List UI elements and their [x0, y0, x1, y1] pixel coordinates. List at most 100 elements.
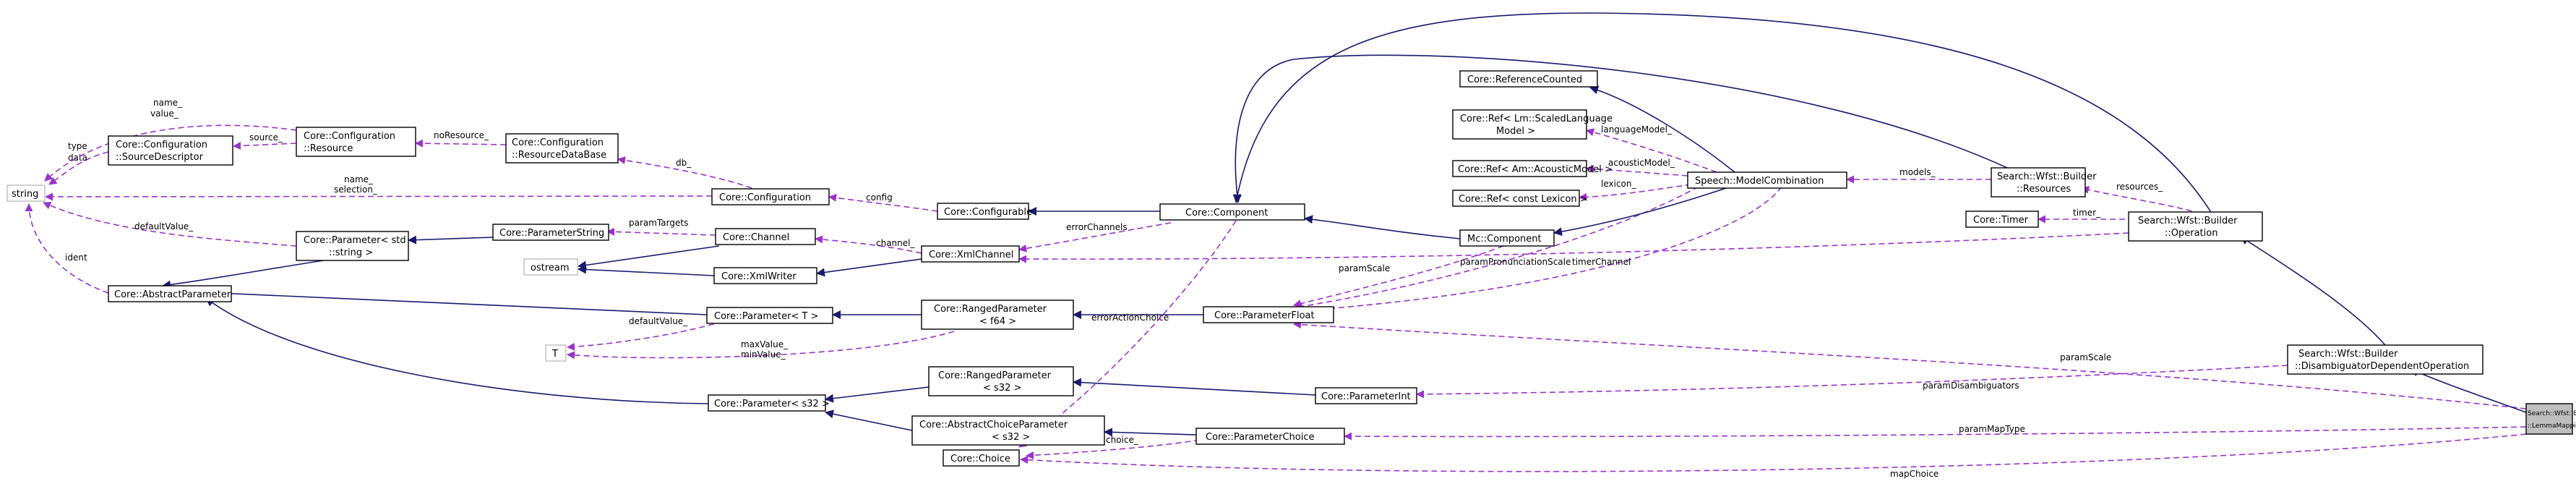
node-component-label: Core::Component — [1185, 208, 1268, 218]
node-xml-channel-label: Core::XmlChannel — [929, 250, 1013, 260]
edge-label-param-pronunciation-scale: paramPronunciationScale — [1460, 257, 1571, 267]
node-builder-operation-line1: Search::Wfst::Builder — [2138, 216, 2238, 226]
edge-model-combination-to-ref-lm: languageModel_ — [1586, 124, 1717, 173]
node-string[interactable]: string — [7, 184, 46, 202]
edge-label-db: db_ — [676, 158, 692, 168]
node-parameter-float-label: Core::ParameterFloat — [1214, 310, 1315, 321]
node-parameter-string-label: Core::ParameterString — [499, 228, 604, 239]
edge-configurable-to-configuration: config — [828, 192, 938, 212]
edge-parameter-int-inherits-ranged-s32 — [1073, 378, 1316, 396]
node-config-source-descriptor-line1: Core::Configuration — [116, 140, 207, 150]
node-mc-component[interactable]: Mc::Component — [1459, 229, 1555, 247]
node-builder-resources[interactable]: Search::Wfst::Builder ::Resources — [1991, 167, 2097, 198]
node-config-resource-db-line2: ::ResourceDataBase — [512, 150, 606, 161]
node-builder-operation[interactable]: Search::Wfst::Builder ::Operation — [2128, 211, 2263, 242]
node-t[interactable]: T — [545, 344, 567, 362]
node-ref-lexicon[interactable]: Core::Ref< const Lexicon > — [1452, 190, 1588, 207]
edge-operation-to-timer: timer_ — [2038, 208, 2125, 224]
node-abstract-parameter[interactable]: Core::AbstractParameter — [108, 285, 232, 302]
node-ranged-f64[interactable]: Core::RangedParameter < f64 > — [921, 300, 1074, 330]
edge-lemma-mapping-to-parameter-choice: paramMapType — [1344, 424, 2527, 441]
edge-label-name-selection-line2: selection_ — [334, 184, 378, 195]
node-ref-am-label: Core::Ref< Am::AcousticModel > — [1458, 164, 1613, 175]
node-parameter-std-string-line2: ::string > — [329, 247, 373, 258]
node-config-source-descriptor[interactable]: Core::Configuration ::SourceDescriptor — [108, 135, 233, 166]
edge-xml-writer-inherits-ostream — [578, 265, 715, 276]
edge-resource-db-to-resource: noResource_ — [415, 130, 507, 148]
edge-label-language-model: languageModel_ — [1601, 124, 1673, 135]
node-configuration-label: Core::Configuration — [719, 192, 811, 203]
node-configurable-label: Core::Configurable — [944, 207, 1032, 218]
node-ref-lexicon-label: Core::Ref< const Lexicon > — [1459, 194, 1588, 205]
node-ostream-label: ostream — [531, 263, 570, 273]
edge-label-name-value: name_ — [153, 98, 183, 108]
node-choice[interactable]: Core::Choice — [943, 449, 1020, 467]
node-builder-lemma-mapping[interactable]: Search::Wfst::Builder ::LemmaMapping — [2525, 403, 2576, 435]
edge-configuration-to-resource-db: db_ — [617, 156, 752, 189]
node-parameter-int[interactable]: Core::ParameterInt — [1315, 387, 1417, 404]
edge-model-combination-to-parameter-float: paramPronunciationScale — [1295, 186, 1699, 310]
node-parameter-t-label: Core::Parameter< T > — [714, 311, 818, 322]
edge-lemma-mapping-to-parameter-float: paramScale — [1293, 320, 2527, 409]
edge-channel-inherits-ostream — [578, 245, 720, 270]
node-parameter-std-string[interactable]: Core::Parameter< std ::string > — [296, 231, 409, 261]
node-reference-counted[interactable]: Core::ReferenceCounted — [1459, 70, 1598, 88]
node-channel[interactable]: Core::Channel — [715, 228, 816, 245]
node-abstract-choice-s32[interactable]: Core::AbstractChoiceParameter < s32 > — [911, 415, 1105, 446]
node-ref-am[interactable]: Core::Ref< Am::AcousticModel > — [1452, 160, 1613, 177]
node-builder-resources-line2: ::Resources — [2017, 184, 2071, 195]
node-parameter-t[interactable]: Core::Parameter< T > — [706, 307, 833, 324]
node-ranged-s32[interactable]: Core::RangedParameter < s32 > — [928, 366, 1074, 396]
node-abstract-parameter-label: Core::AbstractParameter — [114, 289, 231, 300]
edge-label-param-scale-op: paramScale — [2060, 352, 2111, 362]
node-builder-disambig-op[interactable]: Search::Wfst::Builder ::DisambiguatorDep… — [2287, 344, 2483, 375]
edge-parameter-string-to-string: defaultValue_ — [43, 202, 297, 247]
edge-label-max-min: maxValue_ — [741, 339, 789, 349]
edge-label-choice: choice_ — [1106, 435, 1139, 445]
edge-component-to-xml-channel: errorChannels — [1018, 222, 1172, 252]
node-component[interactable]: Core::Component — [1159, 203, 1305, 221]
node-parameter-float[interactable]: Core::ParameterFloat — [1203, 306, 1334, 323]
node-config-resource[interactable]: Core::Configuration ::Resource — [296, 127, 416, 157]
edge-label-channel: channel_ — [876, 238, 915, 248]
node-config-resource-db-line1: Core::Configuration — [512, 137, 604, 148]
node-parameter-string[interactable]: Core::ParameterString — [492, 224, 609, 241]
edge-label-error-channels: errorChannels — [1066, 222, 1128, 232]
edge-model-combination-inherits-mc-component — [1553, 184, 1735, 237]
edge-label-resources: resources_ — [2116, 182, 2163, 192]
node-model-combination[interactable]: Speech::ModelCombination — [1687, 171, 1847, 189]
edge-label-ident: ident — [65, 252, 87, 263]
edge-label-param-map-type: paramMapType — [1959, 424, 2025, 434]
edge-disambig-inherits-operation — [2240, 236, 2386, 346]
edge-xml-channel-inherits-xml-writer — [816, 258, 922, 277]
node-xml-writer-label: Core::XmlWriter — [721, 271, 797, 282]
node-config-resource-db[interactable]: Core::Configuration ::ResourceDataBase — [505, 133, 619, 164]
node-builder-lemma-mapping-line1: Search::Wfst::Builder — [2528, 410, 2576, 417]
edge-label-models: models_ — [1899, 167, 1936, 177]
node-ostream[interactable]: ostream — [523, 258, 578, 276]
node-configuration[interactable]: Core::Configuration — [711, 188, 830, 205]
node-parameter-s32[interactable]: Core::Parameter< s32 > — [708, 394, 830, 412]
node-timer[interactable]: Core::Timer — [1965, 211, 2039, 228]
edge-operation-inherits-component — [1233, 12, 2212, 214]
edge-label-noresource: noResource_ — [434, 130, 489, 140]
edge-label-lexicon: lexicon_ — [1601, 179, 1636, 189]
node-xml-channel[interactable]: Core::XmlChannel — [921, 245, 1020, 263]
edge-parameter-t-to-t: defaultValue_ — [567, 316, 724, 351]
node-parameter-choice[interactable]: Core::ParameterChoice — [1195, 428, 1345, 445]
node-ref-lm-line1: Core::Ref< Lm::ScaledLanguage — [1460, 114, 1613, 124]
node-abstract-choice-s32-line1: Core::AbstractChoiceParameter — [919, 420, 1068, 430]
edge-label-timer: timer_ — [2073, 208, 2101, 218]
node-abstract-choice-s32-line2: < s32 > — [992, 432, 1030, 443]
node-ranged-f64-line2: < f64 > — [979, 316, 1016, 327]
node-t-label: T — [551, 349, 558, 360]
node-configurable[interactable]: Core::Configurable — [937, 203, 1032, 220]
node-xml-writer[interactable]: Core::XmlWriter — [713, 267, 817, 284]
edge-operation-to-resources: resources_ — [2081, 182, 2202, 214]
edge-model-combination-to-ref-lexicon: lexicon_ — [1579, 179, 1692, 201]
node-ranged-s32-line1: Core::RangedParameter — [938, 370, 1052, 381]
edge-label-name-value-line2: value_ — [150, 109, 179, 119]
node-reference-counted-label: Core::ReferenceCounted — [1467, 75, 1582, 85]
node-ref-lm[interactable]: Core::Ref< Lm::ScaledLanguage Model > — [1452, 109, 1613, 140]
node-model-combination-label: Speech::ModelCombination — [1695, 176, 1824, 187]
